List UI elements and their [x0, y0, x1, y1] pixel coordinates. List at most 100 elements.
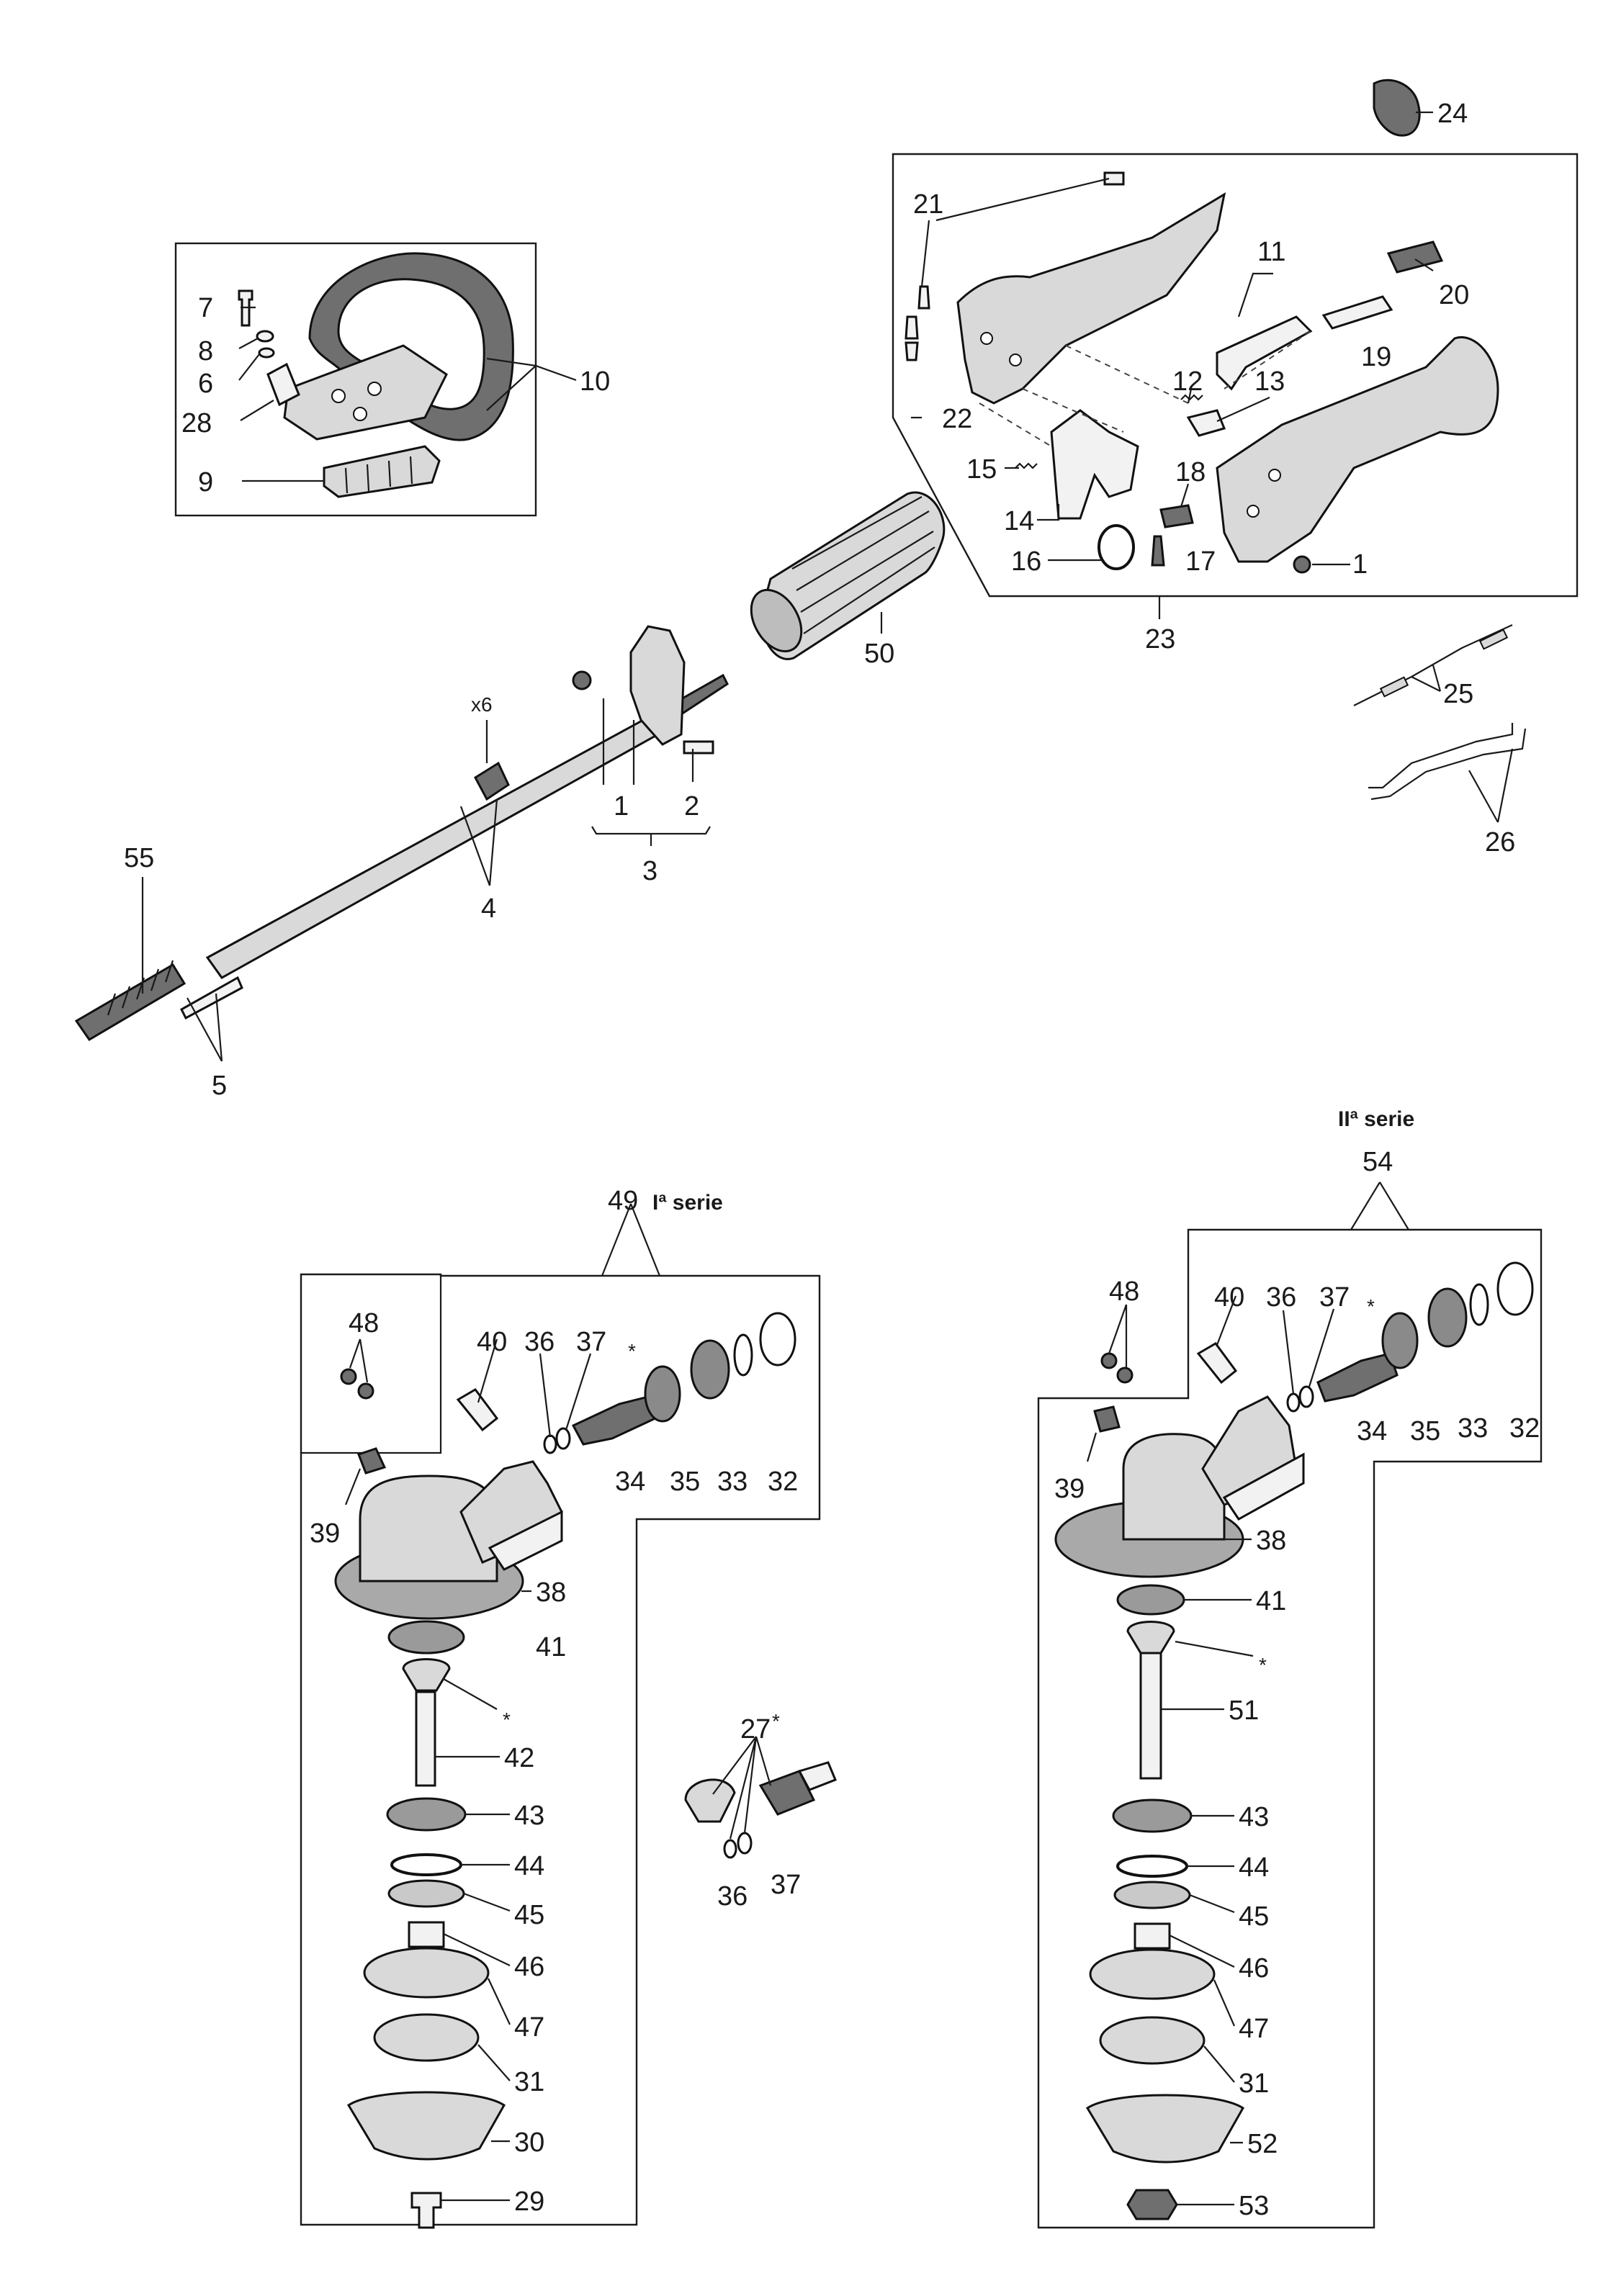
- label-32a: 32: [768, 1467, 798, 1497]
- shaft-51: [1139, 1652, 1162, 1780]
- leader-8: [238, 338, 259, 349]
- shell-hole: [1247, 505, 1260, 518]
- handle-box: [174, 242, 537, 517]
- leader-40b: [1216, 1295, 1237, 1346]
- leader-46: [443, 1933, 511, 1966]
- label-26: 26: [1485, 827, 1515, 857]
- label-44b: 44: [1239, 1852, 1269, 1883]
- label-53: 53: [1239, 2191, 1269, 2221]
- leader-48: [349, 1338, 369, 1383]
- label-48a: 48: [349, 1308, 379, 1338]
- part-25-group: 25: [1353, 623, 1513, 709]
- cable-end: [1379, 676, 1409, 698]
- housing-flange-2: [1222, 1452, 1305, 1521]
- leader-39: [344, 1468, 362, 1505]
- leader-47b: [1213, 1979, 1236, 2027]
- label-31b: 31: [1239, 2068, 1269, 2099]
- label-5: 5: [212, 1071, 227, 1101]
- label-10: 10: [580, 366, 610, 397]
- label-31a: 31: [514, 2067, 544, 2097]
- bearing-34: [644, 1365, 681, 1423]
- gear-housing-38b: [1122, 1433, 1226, 1541]
- switch-13: [1186, 409, 1226, 437]
- leader-40: [477, 1338, 498, 1403]
- leader-4: [459, 798, 498, 886]
- bracket-hole: [353, 407, 367, 421]
- leader-20: [1414, 258, 1434, 271]
- leader-11: [1237, 272, 1273, 318]
- label-46b: 46: [1239, 1953, 1269, 1984]
- gearbox-54-group: IIª serie 54: [1037, 1107, 1543, 2229]
- label-6: 6: [198, 369, 213, 399]
- label-35a: 35: [670, 1467, 700, 1497]
- pinion-27: [758, 1770, 816, 1816]
- label-8: 8: [198, 336, 213, 366]
- label-39a: 39: [310, 1518, 340, 1549]
- washer-37c: [1298, 1385, 1314, 1408]
- label-18: 18: [1175, 457, 1206, 487]
- nut-53: [1126, 2189, 1178, 2220]
- label-40b: 40: [1214, 1282, 1244, 1313]
- bolt-29: [410, 2192, 442, 2229]
- handle-left-shell: [956, 192, 1226, 405]
- part-50-group: 50: [750, 491, 946, 669]
- spring-15: [1015, 462, 1038, 469]
- drive-shaft-group: 1 2 3 4 x6 55 5: [74, 625, 729, 1101]
- gearbox-49-box: [300, 1273, 821, 2226]
- circlip-33b: [1469, 1283, 1489, 1326]
- button-20: [1386, 240, 1444, 274]
- screw-40b: [1196, 1342, 1238, 1385]
- label-14: 14: [1004, 506, 1034, 536]
- leader-6: [238, 354, 260, 381]
- bracket-3: [591, 826, 711, 846]
- bracket-hole: [367, 382, 382, 396]
- grip-ribs: [791, 496, 935, 634]
- label-41a: 41: [536, 1632, 566, 1662]
- leader-21: [920, 177, 1110, 287]
- bushing-46: [408, 1921, 445, 1948]
- label-49: 49: [608, 1186, 638, 1216]
- plug-39b: [1093, 1405, 1121, 1433]
- cover-47b: [1089, 1948, 1216, 2000]
- bevel-gear: [402, 1658, 451, 1692]
- label-25: 25: [1443, 679, 1473, 709]
- bevel-gear-27: [684, 1778, 736, 1823]
- rear-handle-box: [892, 153, 1579, 598]
- bearing-35b: [1427, 1287, 1468, 1348]
- leader-31: [477, 2044, 511, 2081]
- leader-45b: [1189, 1894, 1235, 1914]
- label-2: 2: [684, 791, 699, 821]
- label-16: 16: [1011, 546, 1041, 577]
- spring-55-coils: [107, 960, 174, 1016]
- handle-right-shell: [1216, 336, 1499, 563]
- label-15: 15: [966, 454, 997, 485]
- bearing-41: [387, 1620, 465, 1655]
- leader-37c: [1308, 1308, 1335, 1387]
- nut-1: [1293, 555, 1311, 574]
- screw-22: [904, 341, 919, 361]
- label-star-top-2: *: [1367, 1295, 1375, 1318]
- lock-lever-14: [1050, 409, 1139, 520]
- cover-24: [1373, 78, 1421, 137]
- label-38b: 38: [1256, 1526, 1286, 1556]
- label-35b: 35: [1410, 1416, 1440, 1446]
- pinion-shaft-27: [797, 1761, 837, 1791]
- shaft-tube-4: [205, 704, 683, 979]
- part-26-group: 26: [1368, 723, 1527, 857]
- label-37b: 37: [771, 1870, 801, 1900]
- gearbox-49-group: 49 Iª serie: [300, 1186, 821, 2229]
- screw-17: [1151, 535, 1165, 567]
- seal-45b: [1113, 1881, 1191, 1909]
- wire-26a: [1368, 723, 1514, 789]
- circlip-32: [759, 1312, 796, 1367]
- label-x6: x6: [471, 693, 493, 716]
- assembly-dash-lines: [979, 330, 1311, 447]
- label-27: 27: [740, 1714, 771, 1744]
- label-39b: 39: [1054, 1474, 1085, 1504]
- shell-hole: [980, 332, 993, 345]
- washer-36-kit: [723, 1839, 737, 1859]
- label-36a: 36: [524, 1327, 555, 1357]
- label-11: 11: [1257, 237, 1285, 267]
- label-22: 22: [942, 404, 972, 434]
